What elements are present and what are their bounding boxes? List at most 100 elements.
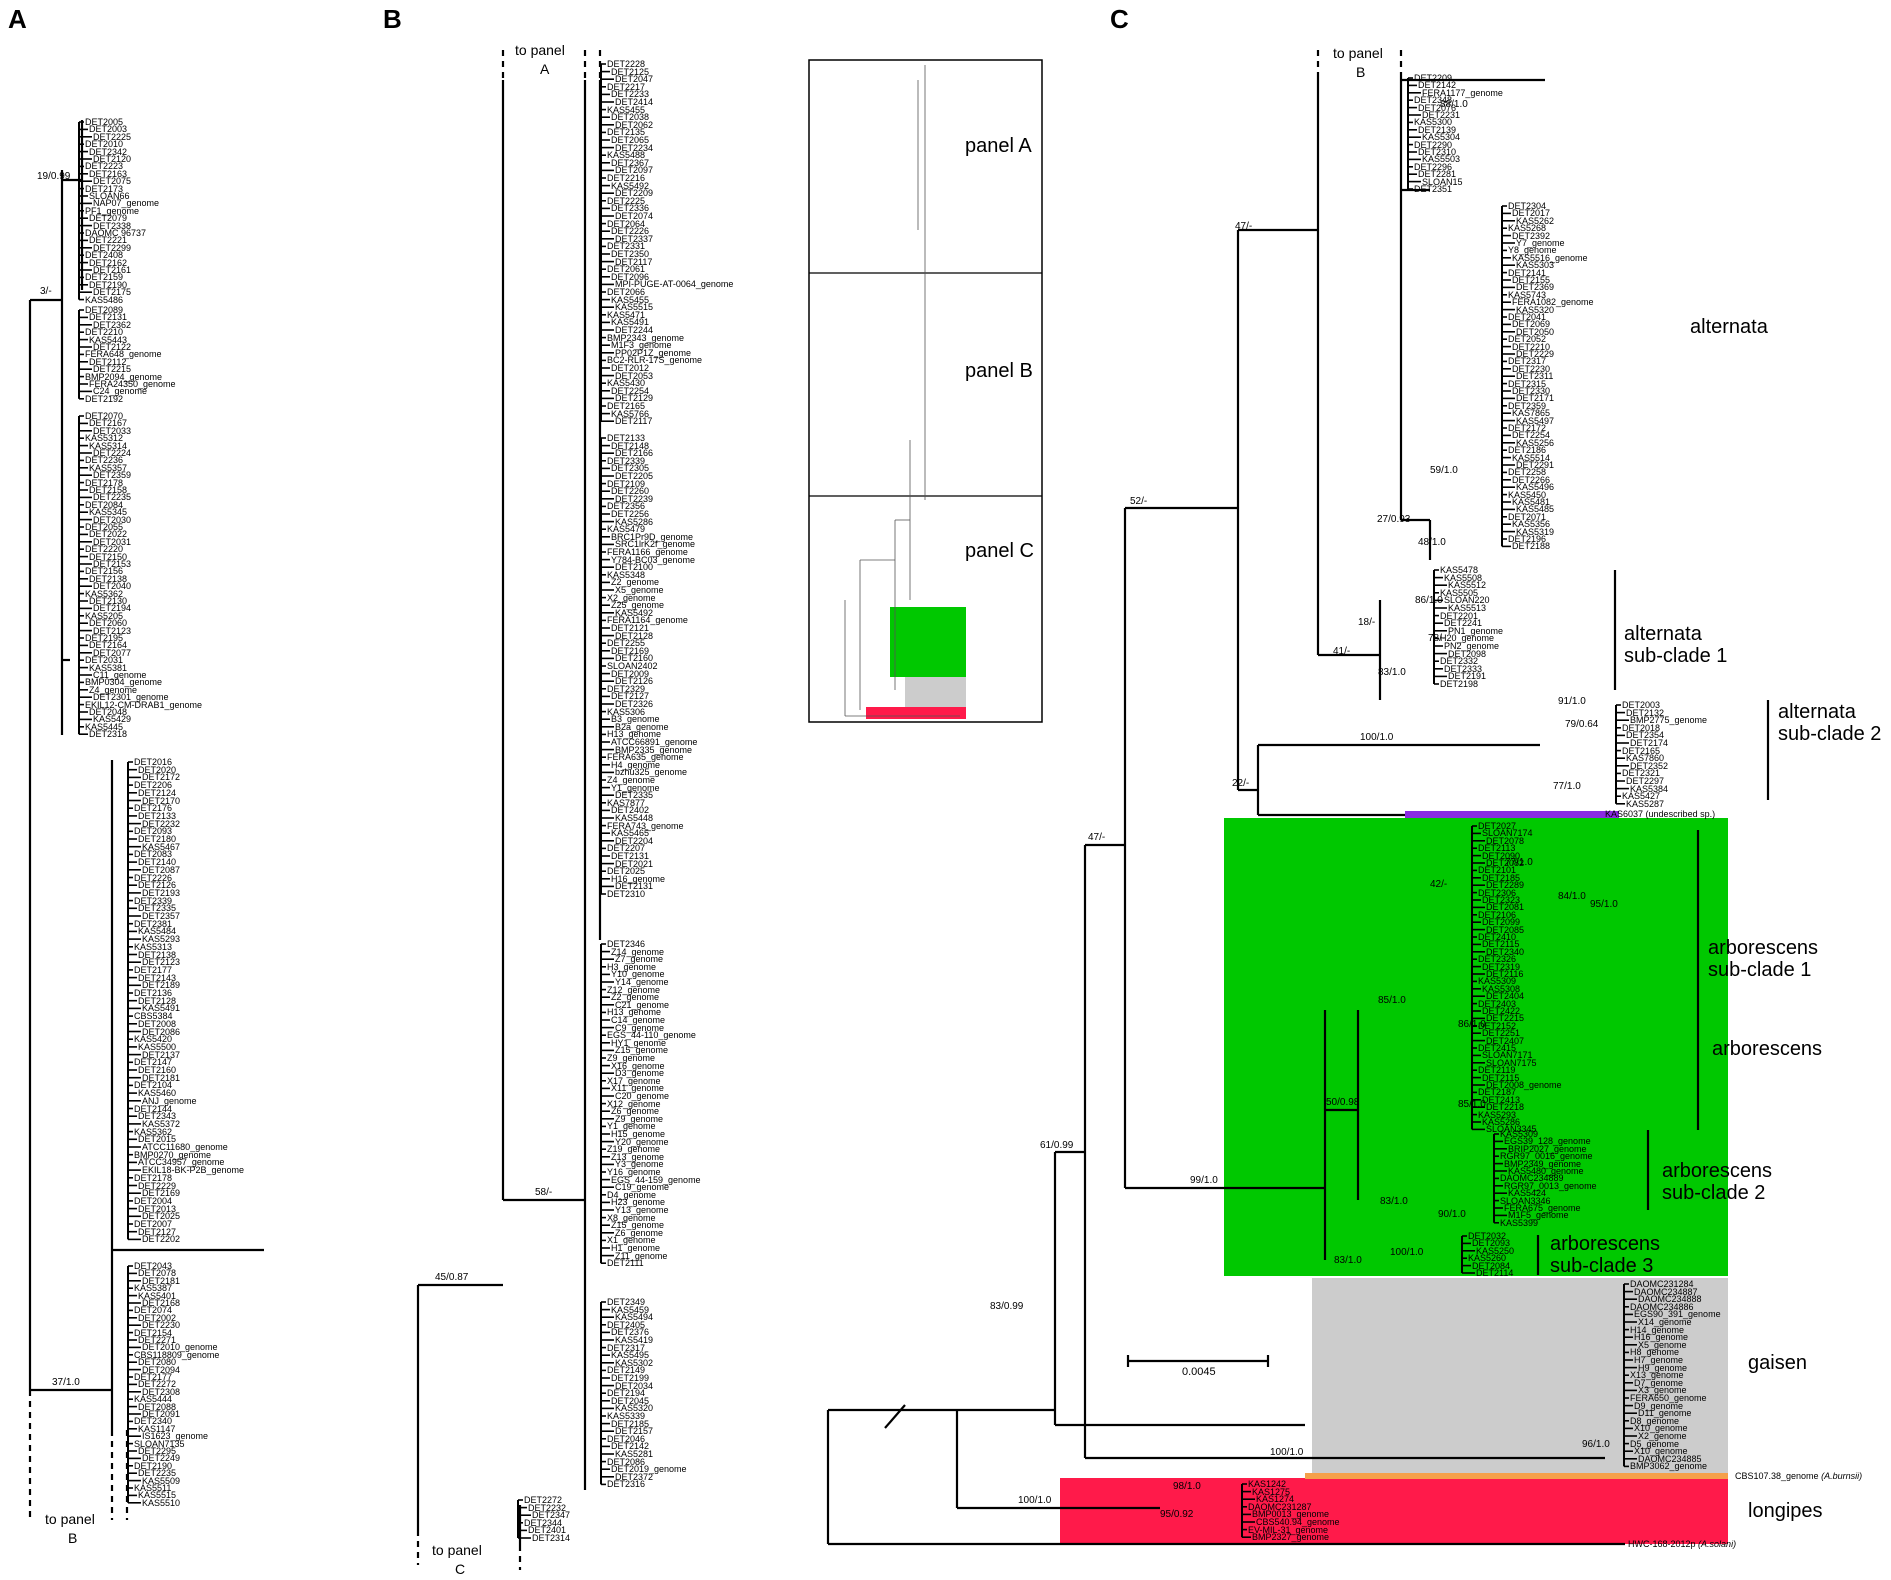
leaf-label: DET2148 — [611, 440, 650, 451]
leaf-label: KAS5339 — [607, 1411, 646, 1421]
leaf-label: KAS5286 — [1482, 1117, 1521, 1127]
leaf-label: DET2143 — [138, 972, 177, 983]
leaf-label: M1F3_genome — [611, 340, 672, 351]
leaf-label: DET2414 — [615, 97, 654, 107]
leaf-label: KAS5419 — [615, 1335, 654, 1345]
leaf-label: DET2381 — [134, 918, 173, 929]
leaf-label: DET2017 — [1512, 208, 1551, 219]
clade-longipes: longipes — [1748, 1500, 1823, 1522]
leaf-label: DET2038 — [611, 112, 650, 123]
leaf-label: DET2127 — [138, 1226, 177, 1237]
leaf-label: DET2215 — [93, 364, 132, 375]
support-label: 41/- — [1333, 646, 1351, 657]
panel-a-branches — [28, 120, 264, 1520]
leaf-label: KAS5455 — [607, 104, 646, 115]
leaf-label: DET2060 — [89, 618, 128, 629]
leaf-label: DET2329 — [607, 683, 646, 694]
leaf-label: KAS5424 — [1508, 1188, 1547, 1199]
leaf-label: BMP2343_genome — [607, 332, 685, 343]
leaf-label: DET2410 — [1478, 932, 1517, 942]
leaf-label: DET2204 — [615, 835, 654, 846]
leaf-label: PP02P1Z_genome — [615, 347, 692, 358]
support-label: 83/1.0 — [1380, 1196, 1408, 1207]
leaf-label: DET2347 — [532, 1510, 571, 1521]
leaf-label: DET2239 — [615, 493, 654, 504]
leaf-label: DET2351 — [1414, 184, 1453, 194]
leaf-label: FERA635_genome — [607, 752, 684, 763]
leaf-label: DET2133 — [138, 810, 177, 821]
leaf-label: DET2336 — [611, 203, 650, 214]
leaf-label: DET2032 — [1468, 1231, 1507, 1241]
leaf-label: DET2260 — [611, 486, 650, 497]
support-label: 85/1.0 — [1378, 995, 1406, 1006]
leaf-label: KAS5497 — [1516, 415, 1555, 426]
leaf-label: DET2167 — [89, 418, 128, 429]
leaf-label: DET2053 — [615, 370, 654, 381]
leaf-label: KAS5450 — [1508, 489, 1547, 500]
leaf-label: DET2291 — [1516, 460, 1555, 470]
leaf-label: KAS5372 — [142, 1118, 181, 1129]
leaf-label: ATCC34957_genome — [138, 1157, 225, 1168]
leaf-label: KAS5293 — [142, 934, 181, 945]
leaf-label: Z11_genome — [615, 1250, 668, 1261]
support-label: 47/- — [1235, 221, 1253, 232]
leaf-label: DET2117 — [615, 256, 653, 267]
leaf-label: DET2061 — [607, 264, 646, 275]
leaf-label: SLOAN3345 — [1486, 1124, 1537, 1135]
panel-letter-b: B — [383, 4, 402, 34]
leaf-label: DET2156 — [85, 566, 124, 577]
leaf-label: DET2338 — [93, 220, 132, 231]
leaf-label: DET2045 — [611, 1395, 650, 1406]
leaf-label: DET2256 — [611, 509, 650, 519]
support-label: 95/0.92 — [1160, 1509, 1194, 1520]
leaf-label: DET2119 — [1478, 1065, 1516, 1076]
leaf-label: DET2144 — [134, 1103, 173, 1114]
leaf-label: DET2323 — [1482, 895, 1521, 905]
leaf-label: KAS5471 — [607, 309, 646, 320]
leaf-label: X8_genome — [607, 1212, 656, 1223]
leaf-label: DET2120 — [93, 154, 132, 164]
leaf-label: DET2129 — [615, 393, 654, 404]
leaf-label: SRC1lrK2f_genome — [615, 539, 696, 550]
leaf-label: DET2403 — [1478, 998, 1517, 1009]
leaf-label: DET2352 — [1630, 760, 1669, 771]
leaf-label: DET2149 — [607, 1365, 646, 1376]
leaf-label: KAS5443 — [89, 334, 128, 345]
leaf-solani: HWC-168-2012p (A.solani) — [1628, 1539, 1737, 1549]
leaf-label: H16_genome — [611, 873, 666, 884]
leaf-label: DET2296 — [1414, 161, 1453, 172]
leaf-label: DET2071 — [1508, 511, 1547, 522]
leaf-label: FERA743_genome — [607, 820, 684, 831]
leaf-label: DET2138 — [138, 949, 177, 960]
leaf-label: DET2342 — [89, 146, 128, 157]
support-label: 96/1.0 — [1582, 1439, 1610, 1450]
leaf-label: DET2362 — [93, 319, 132, 330]
leaf-label: X16_genome — [611, 1060, 665, 1071]
leaf-label: DET2356 — [607, 501, 646, 512]
leaf-label: KAS1275 — [1252, 1486, 1291, 1497]
leaf-label: DET2115 — [1482, 1072, 1520, 1083]
leaf-label: DET2230 — [1512, 363, 1551, 374]
leaf-label: X11_genome — [611, 1083, 664, 1094]
support-label: 79/0.64 — [1565, 719, 1599, 730]
leaf-label: DET2310 — [1418, 147, 1457, 157]
leaf-label: DET2305 — [611, 463, 650, 474]
leaf-label: KAS5308 — [1482, 983, 1521, 994]
leaf-label: BC2-RLR-17S_genome — [607, 355, 703, 366]
leaf-label: X14_genome — [1638, 1317, 1692, 1327]
leaf-label: DET2079 — [89, 213, 128, 224]
to-panel-target: B — [68, 1530, 78, 1546]
leaf-label: DET2089 — [85, 305, 124, 315]
leaf-label: DET2088 — [138, 1401, 177, 1412]
leaf-label: KAS5510 — [142, 1497, 181, 1508]
leaf-label: DET2181 — [142, 1275, 181, 1286]
leaf-label: DET2160 — [615, 653, 654, 664]
leaf-label: KAS5516_genome — [1512, 252, 1588, 263]
leaf-label: DET2299 — [93, 242, 132, 253]
leaf-label: DET2046 — [607, 1433, 646, 1444]
leaf-label: DET2052 — [1508, 334, 1547, 345]
support-label: 22/- — [1232, 778, 1250, 789]
leaf-label: H15_genome — [611, 1129, 666, 1139]
leaf-label: DET2176 — [134, 803, 173, 814]
purple-clade-bar — [1405, 811, 1619, 818]
